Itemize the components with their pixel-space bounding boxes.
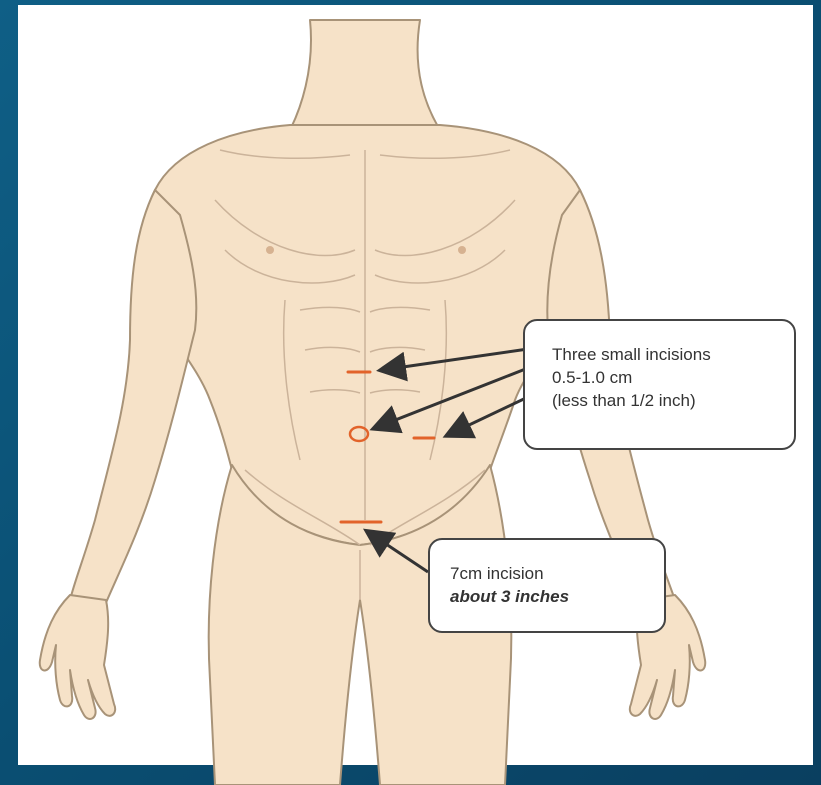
right-nipple: [458, 246, 466, 254]
small-incisions-inch: (less than 1/2 inch): [552, 389, 794, 412]
small-incisions-callout: Three small incisions 0.5-1.0 cm (less t…: [523, 319, 796, 450]
left-nipple: [266, 246, 274, 254]
neck: [290, 20, 440, 130]
left-hand: [40, 595, 115, 719]
large-incision-callout: 7cm incision about 3 inches: [428, 538, 666, 633]
small-incisions-title: Three small incisions: [552, 343, 794, 366]
large-incision-title: 7cm incision: [450, 562, 664, 585]
left-arm: [70, 190, 196, 605]
large-incision-inch: about 3 inches: [450, 585, 664, 608]
small-incisions-size: 0.5-1.0 cm: [552, 366, 794, 389]
